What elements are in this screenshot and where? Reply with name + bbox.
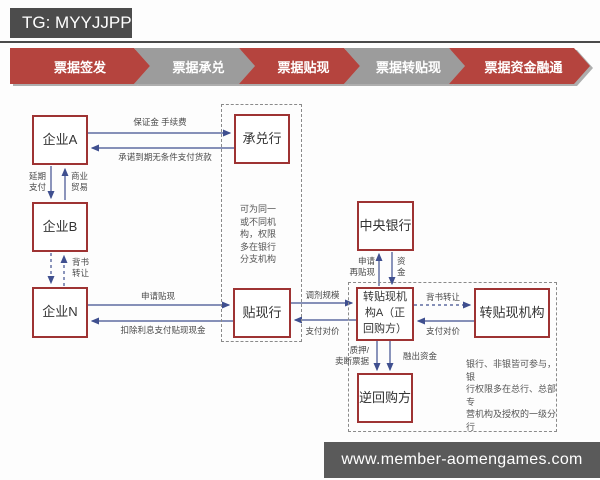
banner-stage-discount: 票据贴现 [239, 48, 360, 84]
edge-label-pledge-sell-bills: 质押/ 卖断票据 [334, 345, 369, 366]
edge-label-apply-rediscount: 申请 再贴现 [349, 256, 375, 277]
node-enterprise-n: 企业N [32, 287, 88, 338]
edge-label-deferred-payment: 延期 支付 [28, 171, 46, 192]
node-enterprise-b: 企业B [32, 202, 88, 252]
edge-label-funds: 资 金 [397, 256, 406, 277]
banner-stage-financing: 票据资金融通 [449, 48, 590, 84]
node-central-bank: 中央银行 [357, 201, 414, 251]
edge-label-endorsement-transfer-2: 背书转让 [425, 292, 460, 302]
edge-label-deduct-interest: 扣除利息支付贴现现金 [120, 325, 206, 335]
group-box-rediscount-market [348, 282, 557, 432]
edge-label-adjust-scale: 调剂规模 [305, 290, 340, 300]
edge-label-apply-discount: 申请贴现 [140, 291, 175, 301]
banner-stage-acceptance: 票据承兑 [134, 48, 255, 84]
edge-label-endorsement-transfer-1: 背书 转让 [72, 257, 90, 278]
group-box-banks [221, 104, 302, 342]
node-enterprise-a: 企业A [32, 115, 88, 165]
edge-label-promise-pay: 承诺到期无条件支付货款 [118, 152, 212, 162]
edge-label-pay-consideration-1: 支付对价 [305, 326, 340, 336]
node-rediscount-institution-a: 转贴现机 构A（正 回购方） [356, 287, 414, 341]
node-rediscount-institution: 转贴现机构 [474, 288, 550, 338]
node-accepting-bank: 承兑行 [234, 114, 290, 164]
edge-label-guarantee-fee: 保证金 手续费 [133, 117, 187, 127]
edge-label-lend-funds: 融出资金 [403, 351, 438, 361]
footer-watermark: www.member-aomengames.com [324, 442, 600, 478]
node-reverse-repo-party: 逆回购方 [357, 373, 413, 423]
banner-stage-rediscount: 票据转贴现 [344, 48, 465, 84]
note-participation-scope: 银行、非银皆可参与，银 行权限多在总行、总部专 营机构及授权的一级分行 [466, 359, 557, 432]
note-same-or-different-institution: 可为同一 或不同机 构，权限 多在银行 分支机构 [240, 204, 277, 265]
tg-badge: TG: MYYJJPP [10, 8, 132, 38]
edge-label-commercial-trade: 商业 贸易 [71, 171, 89, 192]
node-discount-bank: 贴现行 [233, 288, 291, 338]
header-divider [0, 41, 600, 43]
edge-label-pay-consideration-2: 支付对价 [425, 326, 460, 336]
banner-stage-issuance: 票据签发 [10, 48, 150, 84]
